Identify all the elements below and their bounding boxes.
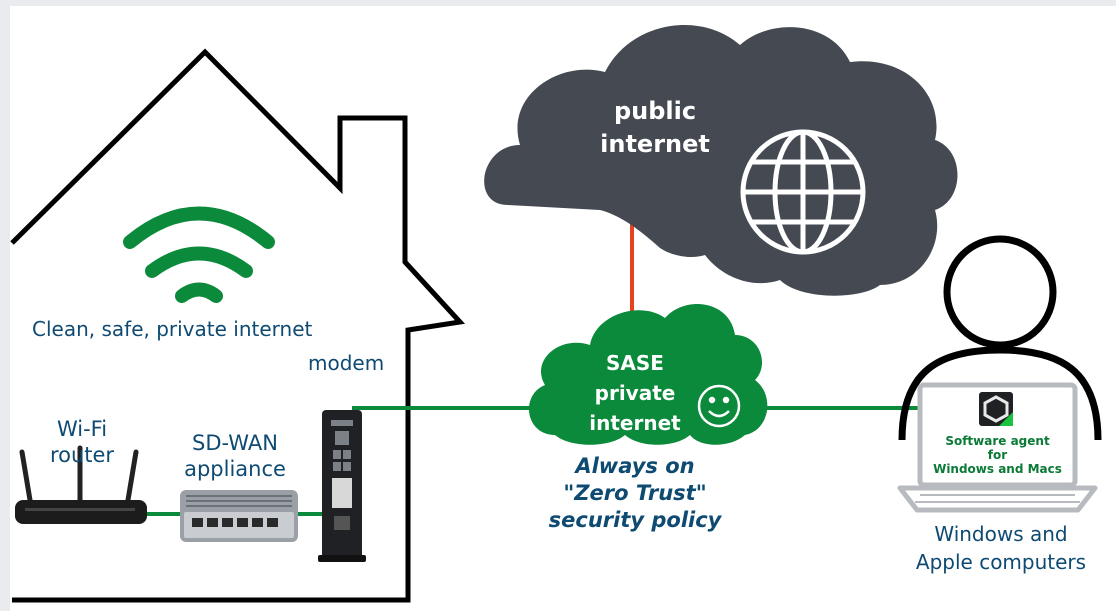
sase-line1: SASE [606,351,664,375]
smiley-icon [697,384,741,428]
software-agent-line1: Software agent [945,434,1050,448]
wifi-router-line2: router [49,443,115,467]
modem-icon [318,410,366,562]
laptop-icon [897,382,1098,513]
public-internet-line2: internet [600,130,710,158]
computers-line1: Windows and [934,522,1068,546]
policy-line2: "Zero Trust" [563,481,707,505]
public-internet-cloud [484,24,958,296]
globe-icon [740,129,866,255]
sdwan-line1: SD-WAN [192,431,278,455]
sase-line2: private [594,381,676,405]
wifi-caption: Clean, safe, private internet [32,317,313,341]
sase-label: SASE private internet [565,348,705,438]
wifi-router-label: Wi-Fi router [40,416,124,468]
policy-label: Always on "Zero Trust" security policy [530,453,740,534]
sdwan-label: SD-WAN appliance [172,430,298,482]
person-icon [898,235,1102,441]
computers-label: Windows and Apple computers [902,520,1100,576]
public-internet-label: public internet [580,95,730,161]
policy-line3: security policy [548,508,722,532]
sase-line3: internet [589,411,681,435]
sdwan-line2: appliance [184,457,286,481]
modem-label: modem [308,351,385,375]
computers-line2: Apple computers [915,550,1087,574]
software-agent-line2: for [987,448,1008,462]
wifi-icon [123,206,275,303]
sase-private-internet-cloud [528,303,768,445]
software-agent-label: Software agent for Windows and Macs [925,434,1070,476]
policy-line1: Always on [575,454,695,478]
wifi-router-icon [15,445,147,524]
public-internet-line1: public [613,97,697,125]
software-agent-line3: Windows and Macs [933,462,1062,476]
wifi-router-line1: Wi-Fi [56,417,108,441]
agent-icon [979,392,1013,426]
house-outline [10,48,466,603]
sdwan-appliance-icon [180,490,298,542]
